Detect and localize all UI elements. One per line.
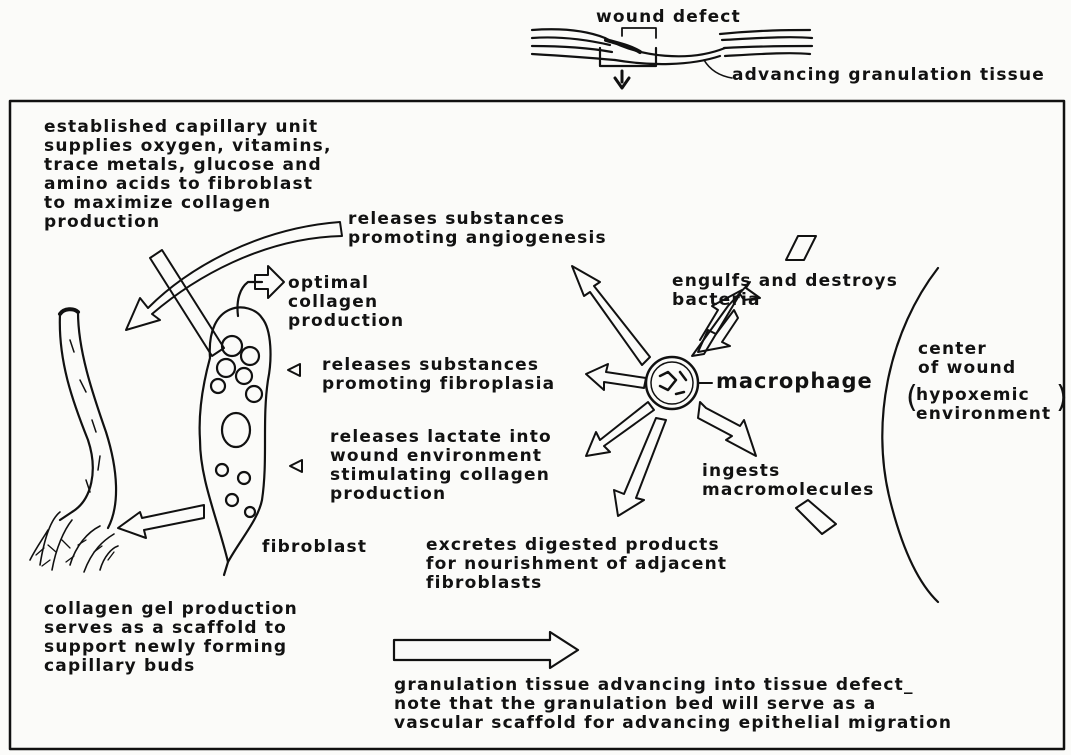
macrophage-label: macrophage [716,372,873,391]
lactate-label: releases lactate into wound environment … [330,428,552,504]
engulf-arrow-top [786,236,816,260]
engulfs-bacteria-label: engulfs and destroys bacteria [672,272,898,310]
fibroblast-label: fibroblast [262,538,367,557]
hypoxemic-open-paren: ( [906,388,918,407]
capillary-unit-label: established capillary unit supplies oxyg… [44,118,332,232]
granulation-note-label: granulation tissue advancing into tissue… [394,676,952,733]
hypoxemic-close-paren: ) [1056,388,1068,407]
hypoxemic-label: hypoxemic environment [916,386,1051,424]
lactate-marker-icon [290,460,302,472]
fibroplasia-marker-icon [288,364,300,376]
fibroplasia-label: releases substances promoting fibroplasi… [322,356,555,394]
ingest-arrow-bottom [796,500,836,534]
collagen-gel-label: collagen gel production serves as a scaf… [44,600,298,676]
wound-defect-label: wound defect [596,8,741,27]
collagen-gel-arrow [118,505,204,538]
ingests-label: ingests macromolecules [702,462,875,500]
center-of-wound-label: center of wound [918,340,1016,378]
wound-center-arc [882,268,938,602]
excretes-label: excretes digested products for nourishme… [426,536,727,593]
advancing-tissue-label: advancing granulation tissue [732,66,1045,85]
angiogenesis-label: releases substances promoting angiogenes… [348,210,607,248]
optimal-collagen-label: optimal collagen production [288,274,404,331]
capillary-drawing [30,309,118,572]
supply-arrow-shaft [150,250,224,356]
engulf-arrow-bottom [698,310,738,352]
down-arrow-icon [615,71,629,88]
granulation-arrow [394,632,578,668]
